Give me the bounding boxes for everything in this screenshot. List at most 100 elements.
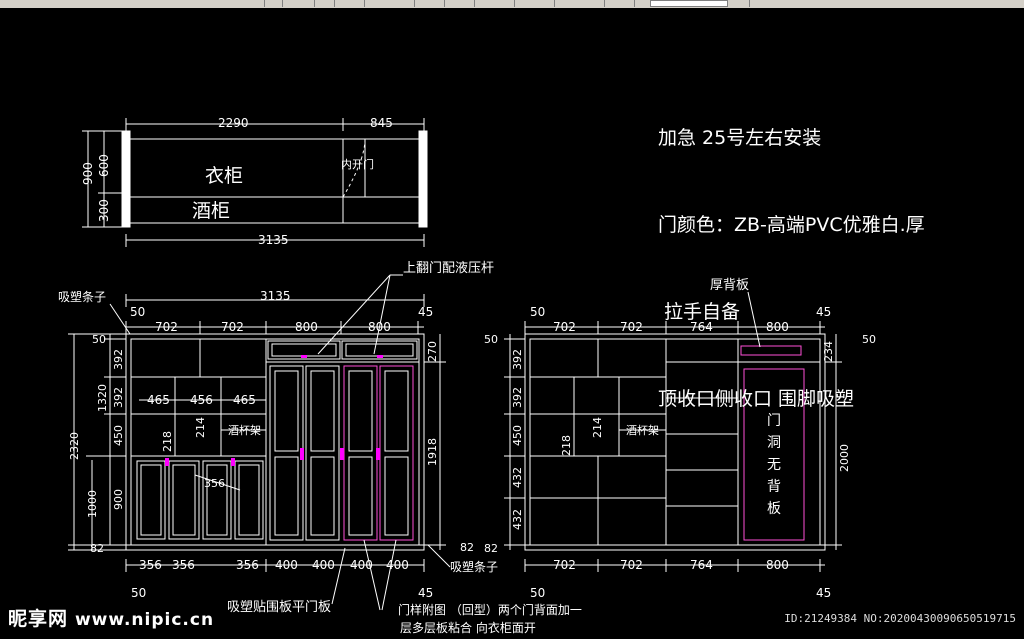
dim-label: 45	[816, 586, 831, 600]
installation-notes: 加急 25号左右安装 门颜色：ZB-高端PVC优雅白.厚 拉手自备 顶收口侧收口…	[658, 66, 925, 443]
toolbar-button[interactable]	[460, 0, 475, 7]
label-wardrobe: 衣柜	[205, 165, 243, 187]
tall-door	[305, 365, 340, 541]
callout-door-style-1: 门样附图 （回型）两个门背面加一	[398, 602, 582, 617]
cad-toolbar-strip[interactable]	[0, 0, 1024, 8]
base-door	[168, 460, 200, 540]
dim-label: 702	[553, 320, 576, 334]
base-door-panel	[140, 464, 162, 536]
lift-up-door-panel	[271, 343, 337, 357]
toolbar-button[interactable]	[268, 0, 283, 7]
leader-line	[381, 539, 397, 611]
front-carcass-outline	[125, 333, 425, 551]
leader-line	[363, 539, 381, 611]
watermark-brand-name: 昵享网	[8, 608, 69, 630]
dim-label: 3135	[260, 289, 291, 303]
toolbar-button[interactable]	[500, 0, 515, 7]
dim-label: 400	[386, 558, 409, 572]
dim-label: 356	[236, 558, 259, 572]
dim-label: 400	[275, 558, 298, 572]
label-no-back-char: 门	[767, 413, 781, 429]
leader-line	[373, 274, 391, 355]
dim-label: 800	[295, 320, 318, 334]
label-inward-door: 内开门	[341, 157, 374, 171]
toolbar-button[interactable]	[250, 0, 265, 7]
note-handles: 拉手自备	[658, 301, 741, 323]
dim-label: 300	[97, 199, 111, 222]
dim-label: 82	[90, 542, 104, 555]
dim-label: 50	[862, 333, 876, 346]
dim-label: 45	[816, 305, 831, 319]
dim-label: 450	[511, 425, 524, 446]
watermark-brand: 昵享网 www.nipic.cn	[8, 604, 214, 631]
layer-dropdown[interactable]	[650, 0, 728, 7]
back-carcass-outline	[524, 333, 826, 551]
callout-hydraulic: 上翻门配液压杆	[403, 261, 494, 276]
dim-label: 702	[155, 320, 178, 334]
callout-door-style-2: 层多层板粘合 向衣柜面开	[400, 620, 536, 635]
label-glass-rack: 酒杯架	[228, 423, 261, 437]
toolbar-button[interactable]	[320, 0, 335, 7]
dim-label: 356	[139, 558, 162, 572]
leader-line	[194, 474, 241, 491]
dim-label: 702	[221, 320, 244, 334]
door-handle	[301, 355, 307, 358]
leader-line	[331, 547, 346, 605]
tall-door-panel	[348, 456, 373, 536]
toolbar-button[interactable]	[590, 0, 605, 7]
dim-label: 900	[81, 162, 95, 185]
toolbar-button[interactable]	[540, 0, 555, 7]
dim-label: 2290	[218, 116, 249, 130]
base-door-panel	[172, 464, 196, 536]
dim-label: 1320	[96, 384, 109, 412]
dim-label: 432	[511, 467, 524, 488]
tall-door-panel	[310, 456, 335, 536]
toolbar-button[interactable]	[350, 0, 365, 7]
door-handle	[376, 448, 380, 460]
dim-label: 702	[620, 558, 643, 572]
toolbar-button[interactable]	[430, 0, 445, 7]
dim-label: 50	[530, 586, 545, 600]
dim-label: 1000	[86, 490, 99, 518]
tall-door-panel	[274, 370, 299, 452]
dim-label: 50	[131, 586, 146, 600]
dim-label: 392	[511, 387, 524, 408]
dim-label: 82	[484, 542, 498, 555]
dim-label: 1918	[426, 438, 439, 466]
lift-up-door-panel	[345, 343, 414, 357]
dim-label: 900	[112, 489, 125, 510]
callout-plinth: 吸塑贴围板平门板	[227, 600, 331, 615]
dim-label: 764	[690, 558, 713, 572]
dim-label: 845	[370, 116, 393, 130]
dim-label: 702	[553, 558, 576, 572]
label-no-back-char: 板	[767, 501, 781, 517]
cad-drawing-canvas[interactable]: 衣柜 酒柜 内开门 2290 845 3135 900 600 300 3135…	[0, 8, 1024, 639]
dim-label: 50	[92, 333, 106, 346]
toolbar-button[interactable]	[735, 0, 750, 7]
tall-door-panel	[384, 370, 409, 452]
plan-view: 衣柜 酒柜 内开门 2290 845 3135 900 600 300	[81, 116, 428, 247]
dim-label: 45	[418, 586, 433, 600]
toolbar-button[interactable]	[620, 0, 635, 7]
plan-end-panel-right	[418, 130, 428, 228]
thick-back-panel	[740, 345, 802, 356]
door-opening-no-back	[743, 368, 805, 541]
back-elevation: 50 45 702 702 764 800	[484, 278, 876, 600]
dim-label: 356	[172, 558, 195, 572]
callout-trim-right: 吸塑条子	[450, 559, 498, 574]
dim-label: 800	[766, 320, 789, 334]
dim-label: 392	[112, 387, 125, 408]
dim-label: 432	[511, 509, 524, 530]
base-door-panel	[206, 464, 228, 536]
toolbar-button[interactable]	[300, 0, 315, 7]
label-no-back-char: 无	[767, 457, 781, 473]
dim-label: 392	[112, 349, 125, 370]
dim-label: 3135	[258, 233, 289, 247]
dim-label: 270	[426, 341, 439, 362]
toolbar-button[interactable]	[400, 0, 415, 7]
dim-label: 764	[690, 320, 713, 334]
watermark-id: ID:21249384 NO:20200430090650519715	[784, 612, 1016, 625]
leader-line	[427, 544, 451, 568]
callout-trim-left: 吸塑条子	[58, 289, 106, 304]
lift-up-door	[341, 340, 418, 360]
